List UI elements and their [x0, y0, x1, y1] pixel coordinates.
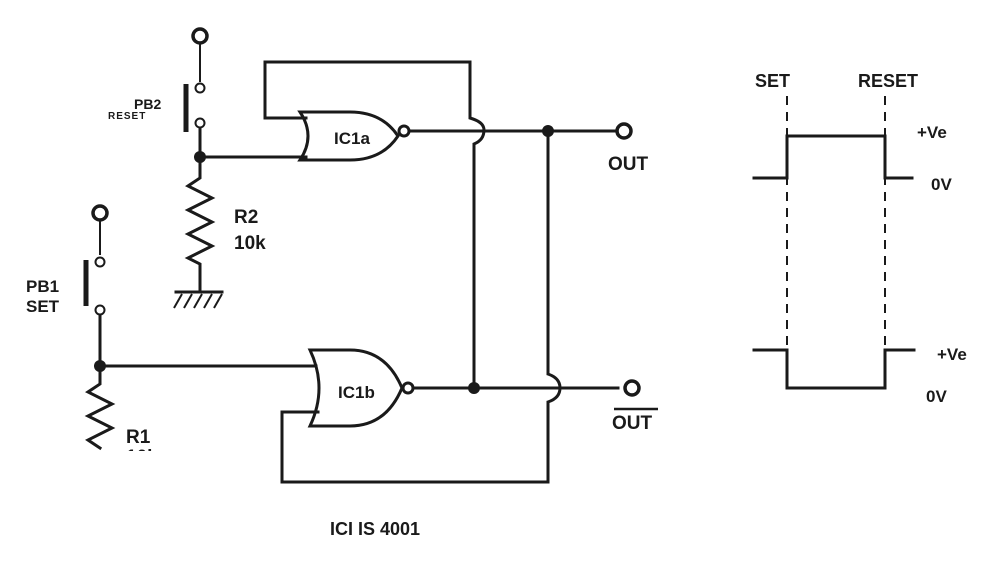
- gate-label-ic1b: IC1b: [338, 383, 375, 402]
- r2-resistor: [184, 155, 216, 292]
- pb2-sublabel: RESET: [108, 111, 146, 122]
- r2-value: 10k: [234, 233, 266, 254]
- r1-resistor: [84, 364, 116, 451]
- out-terminal: [615, 122, 633, 140]
- pb1-sublabel: SET: [26, 297, 60, 316]
- bottom-low-label: 0V: [926, 387, 947, 406]
- pb2-label: PB2: [134, 96, 161, 112]
- top-low-label: 0V: [931, 175, 952, 194]
- pb2-pushbutton: [183, 27, 209, 159]
- timing-set-label: SET: [755, 71, 790, 91]
- crop-edge: [0, 451, 200, 471]
- bottom-high-label: +Ve: [937, 345, 967, 364]
- pb1-label: PB1: [26, 277, 59, 296]
- ground-symbol: [173, 290, 224, 309]
- pb1-pushbutton: [83, 204, 109, 368]
- ic-caption: ICI IS 4001: [330, 519, 420, 539]
- junction-dot: [542, 125, 554, 137]
- out-label: OUT: [608, 154, 649, 175]
- r2-label: R2: [234, 207, 258, 228]
- r1-label: R1: [126, 427, 151, 448]
- junction-dot: [468, 382, 480, 394]
- out-waveform: [752, 134, 914, 180]
- top-high-label: +Ve: [917, 123, 947, 142]
- out-bar-label: OUT: [612, 413, 653, 434]
- gate-label-ic1a: IC1a: [334, 129, 370, 148]
- out-bar-waveform: [752, 348, 916, 390]
- wires: [98, 60, 620, 484]
- timing-reset-label: RESET: [858, 71, 918, 91]
- out-bar-terminal: [623, 379, 641, 397]
